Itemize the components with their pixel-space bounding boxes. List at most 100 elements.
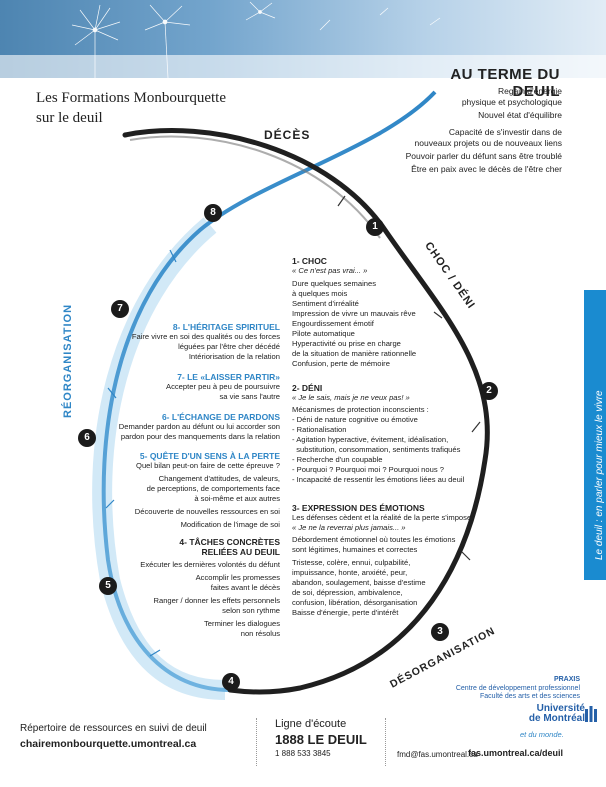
section-title: 2- DÉNI [292, 383, 323, 393]
dandelion-banner [0, 0, 606, 78]
section-line: Accomplir les promesses [195, 573, 280, 582]
section-line: à soi-même et aux autres [194, 494, 280, 503]
stage-marker-5: 5 [99, 577, 117, 595]
ligne-digits[interactable]: 1 888 533 3845 [275, 749, 331, 758]
section-quete-sens: 5- QUÊTE D'UN SENS À LA PERTE Quel bilan… [100, 451, 280, 530]
footer-divider [256, 718, 257, 766]
section-line: Baisse d'énergie, perte d'intérêt [292, 608, 399, 617]
section-title: RELIÉES AU DEUIL [201, 547, 280, 557]
section-line: confusion, libération, désorganisation [292, 598, 418, 607]
title-line-2: sur le deuil [36, 110, 103, 126]
au-terme-item: Pouvoir parler du défunt sans être troub… [405, 151, 562, 161]
footer-ligne: Ligne d'écoute 1888 LE DEUIL 1 888 533 3… [275, 718, 367, 758]
section-line: abandon, soulagement, baisse d'estime [292, 578, 426, 587]
section-line: Découverte de nouvelles ressources en so… [134, 507, 280, 516]
section-line: Pilote automatique [292, 329, 355, 338]
section-pardons: 6- L'ÉCHANGE DE PARDONS Demander pardon … [100, 412, 280, 442]
section-quote: Les défenses cèdent et la réalité de la … [292, 513, 472, 522]
resources-label: Répertoire de ressources en suivi de deu… [20, 723, 207, 734]
au-terme-heading: AU TERME DU DEUIL [450, 66, 560, 100]
section-taches: 4- TÂCHES CONCRÈTES RELIÉES AU DEUIL Exé… [100, 537, 280, 639]
footer-resources: Répertoire de ressources en suivi de deu… [20, 723, 207, 750]
stage-marker-2: 2 [480, 382, 498, 400]
section-line: impuissance, honte, anxiété, peur, [292, 568, 408, 577]
section-line: Mécanismes de protection inconscients : [292, 405, 429, 414]
section-line: Changement d'attitudes, de valeurs, [158, 474, 280, 483]
au-terme-item: Être en paix avec le décès de l'être che… [411, 164, 562, 174]
section-title: 1- CHOC [292, 256, 327, 266]
section-line: de soi, dépression, ambivalence, [292, 588, 403, 597]
section-heritage: 8- L'HÉRITAGE SPIRITUEL Faire vivre en s… [100, 322, 280, 362]
au-terme-item: nouveaux projets ou de nouveaux liens [414, 138, 562, 148]
section-laisser-partir: 7- LE «LAISSER PARTIR» Accepter peu à pe… [100, 372, 280, 402]
section-title: 6- L'ÉCHANGE DE PARDONS [161, 412, 280, 422]
side-band [584, 290, 606, 580]
section-quote: « Je le sais, mais je ne veux pas! » [292, 393, 410, 402]
section-title: 5- QUÊTE D'UN SENS À LA PERTE [139, 451, 280, 461]
udem-line: de Montréal [528, 713, 585, 724]
section-line: Tristesse, colère, ennui, culpabilité, [292, 558, 411, 567]
section-line: Confusion, perte de mémoire [292, 359, 390, 368]
section-line: Accepter peu à peu de poursuivre [166, 382, 280, 391]
section-expression: 3- EXPRESSION DES ÉMOTIONS Les défenses … [292, 503, 522, 618]
section-line: Terminer les dialogues [204, 619, 280, 628]
reorganisation-arc [101, 90, 437, 692]
section-line: - Agitation hyperactive, évitement, idéa… [292, 435, 449, 444]
udem-line: Université [536, 703, 585, 714]
ligne-number[interactable]: 1888 LE DEUIL [275, 732, 367, 747]
section-line: Engourdissement émotif [292, 319, 374, 328]
section-line: Quel bilan peut-on faire de cette épreuv… [136, 461, 280, 470]
section-line: pardon pour des manquements dans la rela… [120, 432, 280, 441]
section-line: Intériorisation de la relation [188, 352, 280, 361]
stage-marker-6: 6 [78, 429, 96, 447]
section-line: sont légitimes, humaines et correctes [292, 545, 418, 554]
section-line: Hyperactivité ou prise en charge [292, 339, 401, 348]
au-terme-item: Nouvel état d'équilibre [478, 110, 562, 120]
section-line: Ranger / donner les effets personnels [153, 596, 280, 605]
section-line: - Recherche d'un coupable [292, 455, 383, 464]
section-line: substitution, consommation, sentiments t… [292, 445, 461, 454]
section-title: 7- LE «LAISSER PARTIR» [177, 372, 280, 382]
section-line: non résolus [240, 629, 280, 638]
section-line: selon son rythme [222, 606, 280, 615]
praxis-block: PRAXIS Centre de développement professio… [420, 676, 580, 702]
section-quote: « Je ne la reverrai plus jamais... » [292, 523, 406, 532]
section-line: léguées par l'être cher décédé [178, 342, 280, 351]
footer-email[interactable]: fmd@fas.umontreal.ca [397, 750, 478, 759]
section-line: Impression de vivre un mauvais rêve [292, 309, 416, 318]
section-title: 4- TÂCHES CONCRÈTES [179, 537, 280, 547]
footer-divider [385, 718, 386, 766]
section-line: Demander pardon au défunt ou lui accorde… [118, 422, 280, 431]
main-title: Les Formations Monbourquette sur le deui… [36, 88, 226, 128]
au-terme-item: Regain d'énergie [497, 86, 562, 96]
stage-marker-1: 1 [366, 218, 384, 236]
section-line: Exécuter les dernières volontés du défun… [140, 560, 280, 569]
stage-marker-4: 4 [222, 673, 240, 691]
section-deni: 2- DÉNI « Je le sais, mais je ne veux pa… [292, 383, 522, 485]
au-terme-item: Capacité de s'investir dans de [448, 127, 562, 137]
praxis-line: Faculté des arts et des sciences [480, 693, 580, 700]
footer-fas-url[interactable]: fas.umontreal.ca/deuil [468, 748, 564, 758]
title-line-1: Les Formations Monbourquette [36, 90, 226, 106]
praxis-title: PRAXIS [553, 676, 580, 683]
au-terme-list: Regain d'énergie physique et psychologiq… [372, 86, 562, 177]
side-band-text: Le deuil : en parler pour mieux le vivre [594, 390, 605, 560]
section-line: - Pourquoi ? Pourquoi moi ? Pourquoi nou… [292, 465, 444, 474]
stage-marker-3: 3 [431, 623, 449, 641]
section-line: - Rationalisation [292, 425, 347, 434]
section-line: - Incapacité de ressentir les émotions l… [292, 475, 465, 484]
section-line: de la situation de manière rationnelle [292, 349, 417, 358]
praxis-line: Centre de développement professionnel [455, 684, 580, 692]
phase-label-reorganisation: RÉORGANISATION [62, 303, 74, 418]
section-line: faites avant le décès [210, 583, 280, 592]
udem-tagline: et du monde. [520, 730, 564, 739]
phase-label-deces: DÉCÈS [264, 128, 311, 142]
resources-link[interactable]: chairemonbourquette.umontreal.ca [20, 738, 197, 750]
section-line: Sentiment d'irréalité [292, 299, 359, 308]
udem-logo-text: Université de Montréal [505, 704, 585, 724]
section-line: Débordement émotionnel où toutes les émo… [292, 535, 456, 544]
stage-marker-8: 8 [204, 204, 222, 222]
section-line: Faire vivre en soi des qualités ou des f… [131, 332, 280, 341]
section-choc: 1- CHOC « Ce n'est pas vrai... » Dure qu… [292, 256, 522, 369]
